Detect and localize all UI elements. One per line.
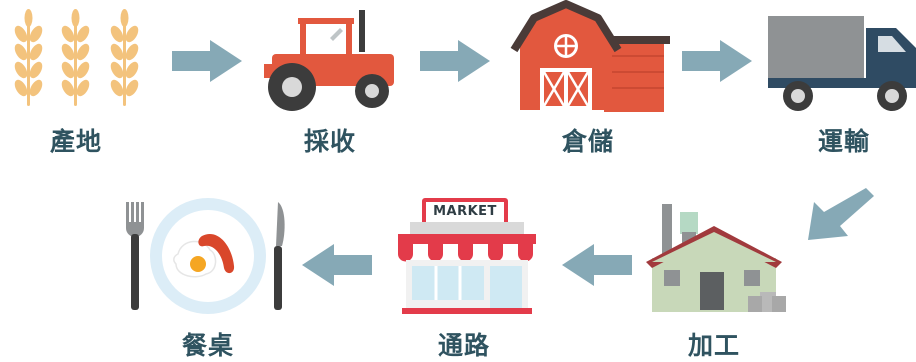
arrow-right-icon — [682, 40, 752, 82]
flow-arrow-1 — [170, 38, 244, 84]
barn-icon — [510, 0, 670, 112]
market-sign-text: MARKET — [433, 204, 497, 219]
step-label-distribution: 通路 — [437, 331, 490, 360]
market-store-icon — [398, 198, 536, 314]
step-label-harvest: 採收 — [303, 127, 356, 156]
step-label-transport: 運輸 — [817, 127, 870, 156]
tractor-icon — [264, 10, 394, 111]
factory-icon — [646, 204, 786, 312]
step-label-origin: 產地 — [49, 127, 102, 156]
step-label-storage: 倉儲 — [561, 127, 614, 156]
wheat-icon — [14, 9, 141, 106]
step-processing — [644, 196, 792, 314]
truck-icon — [768, 16, 916, 111]
step-harvest — [260, 8, 400, 112]
step-origin — [0, 0, 160, 120]
step-label-processing: 加工 — [687, 331, 740, 360]
step-distribution: MARKET — [392, 194, 542, 316]
step-transport — [766, 14, 916, 114]
dining-plate-icon — [126, 198, 285, 314]
arrow-right-icon — [420, 40, 490, 82]
flow-arrow-3 — [680, 38, 754, 84]
flow-arrow-5 — [560, 242, 634, 288]
arrow-left-icon — [562, 244, 632, 286]
arrow-right-icon — [172, 40, 242, 82]
arrow-left-icon — [302, 244, 372, 286]
flow-arrow-6 — [300, 242, 374, 288]
step-storage — [508, 0, 670, 114]
arrow-down-left-icon — [808, 188, 874, 240]
flow-arrow-2 — [418, 38, 492, 84]
flow-arrow-4 — [800, 180, 874, 244]
step-table — [120, 196, 300, 320]
step-label-table: 餐桌 — [181, 331, 234, 360]
